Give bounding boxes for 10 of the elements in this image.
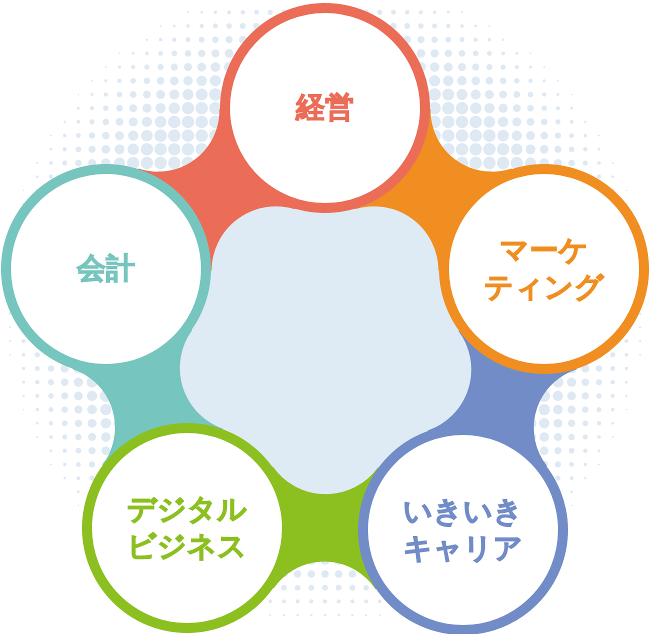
topic-label: いきいきキャリア [402,492,524,567]
connector-band [354,108,512,271]
connector-band [72,330,223,466]
topic-label: マーケティング [483,232,605,306]
topic-label: 会計 [77,250,135,288]
connector-band [428,330,577,466]
connector-band [272,466,379,590]
connector-band [138,108,296,271]
topic-label: 経営 [296,89,354,126]
topic-label: デジタルビジネス [126,490,248,565]
